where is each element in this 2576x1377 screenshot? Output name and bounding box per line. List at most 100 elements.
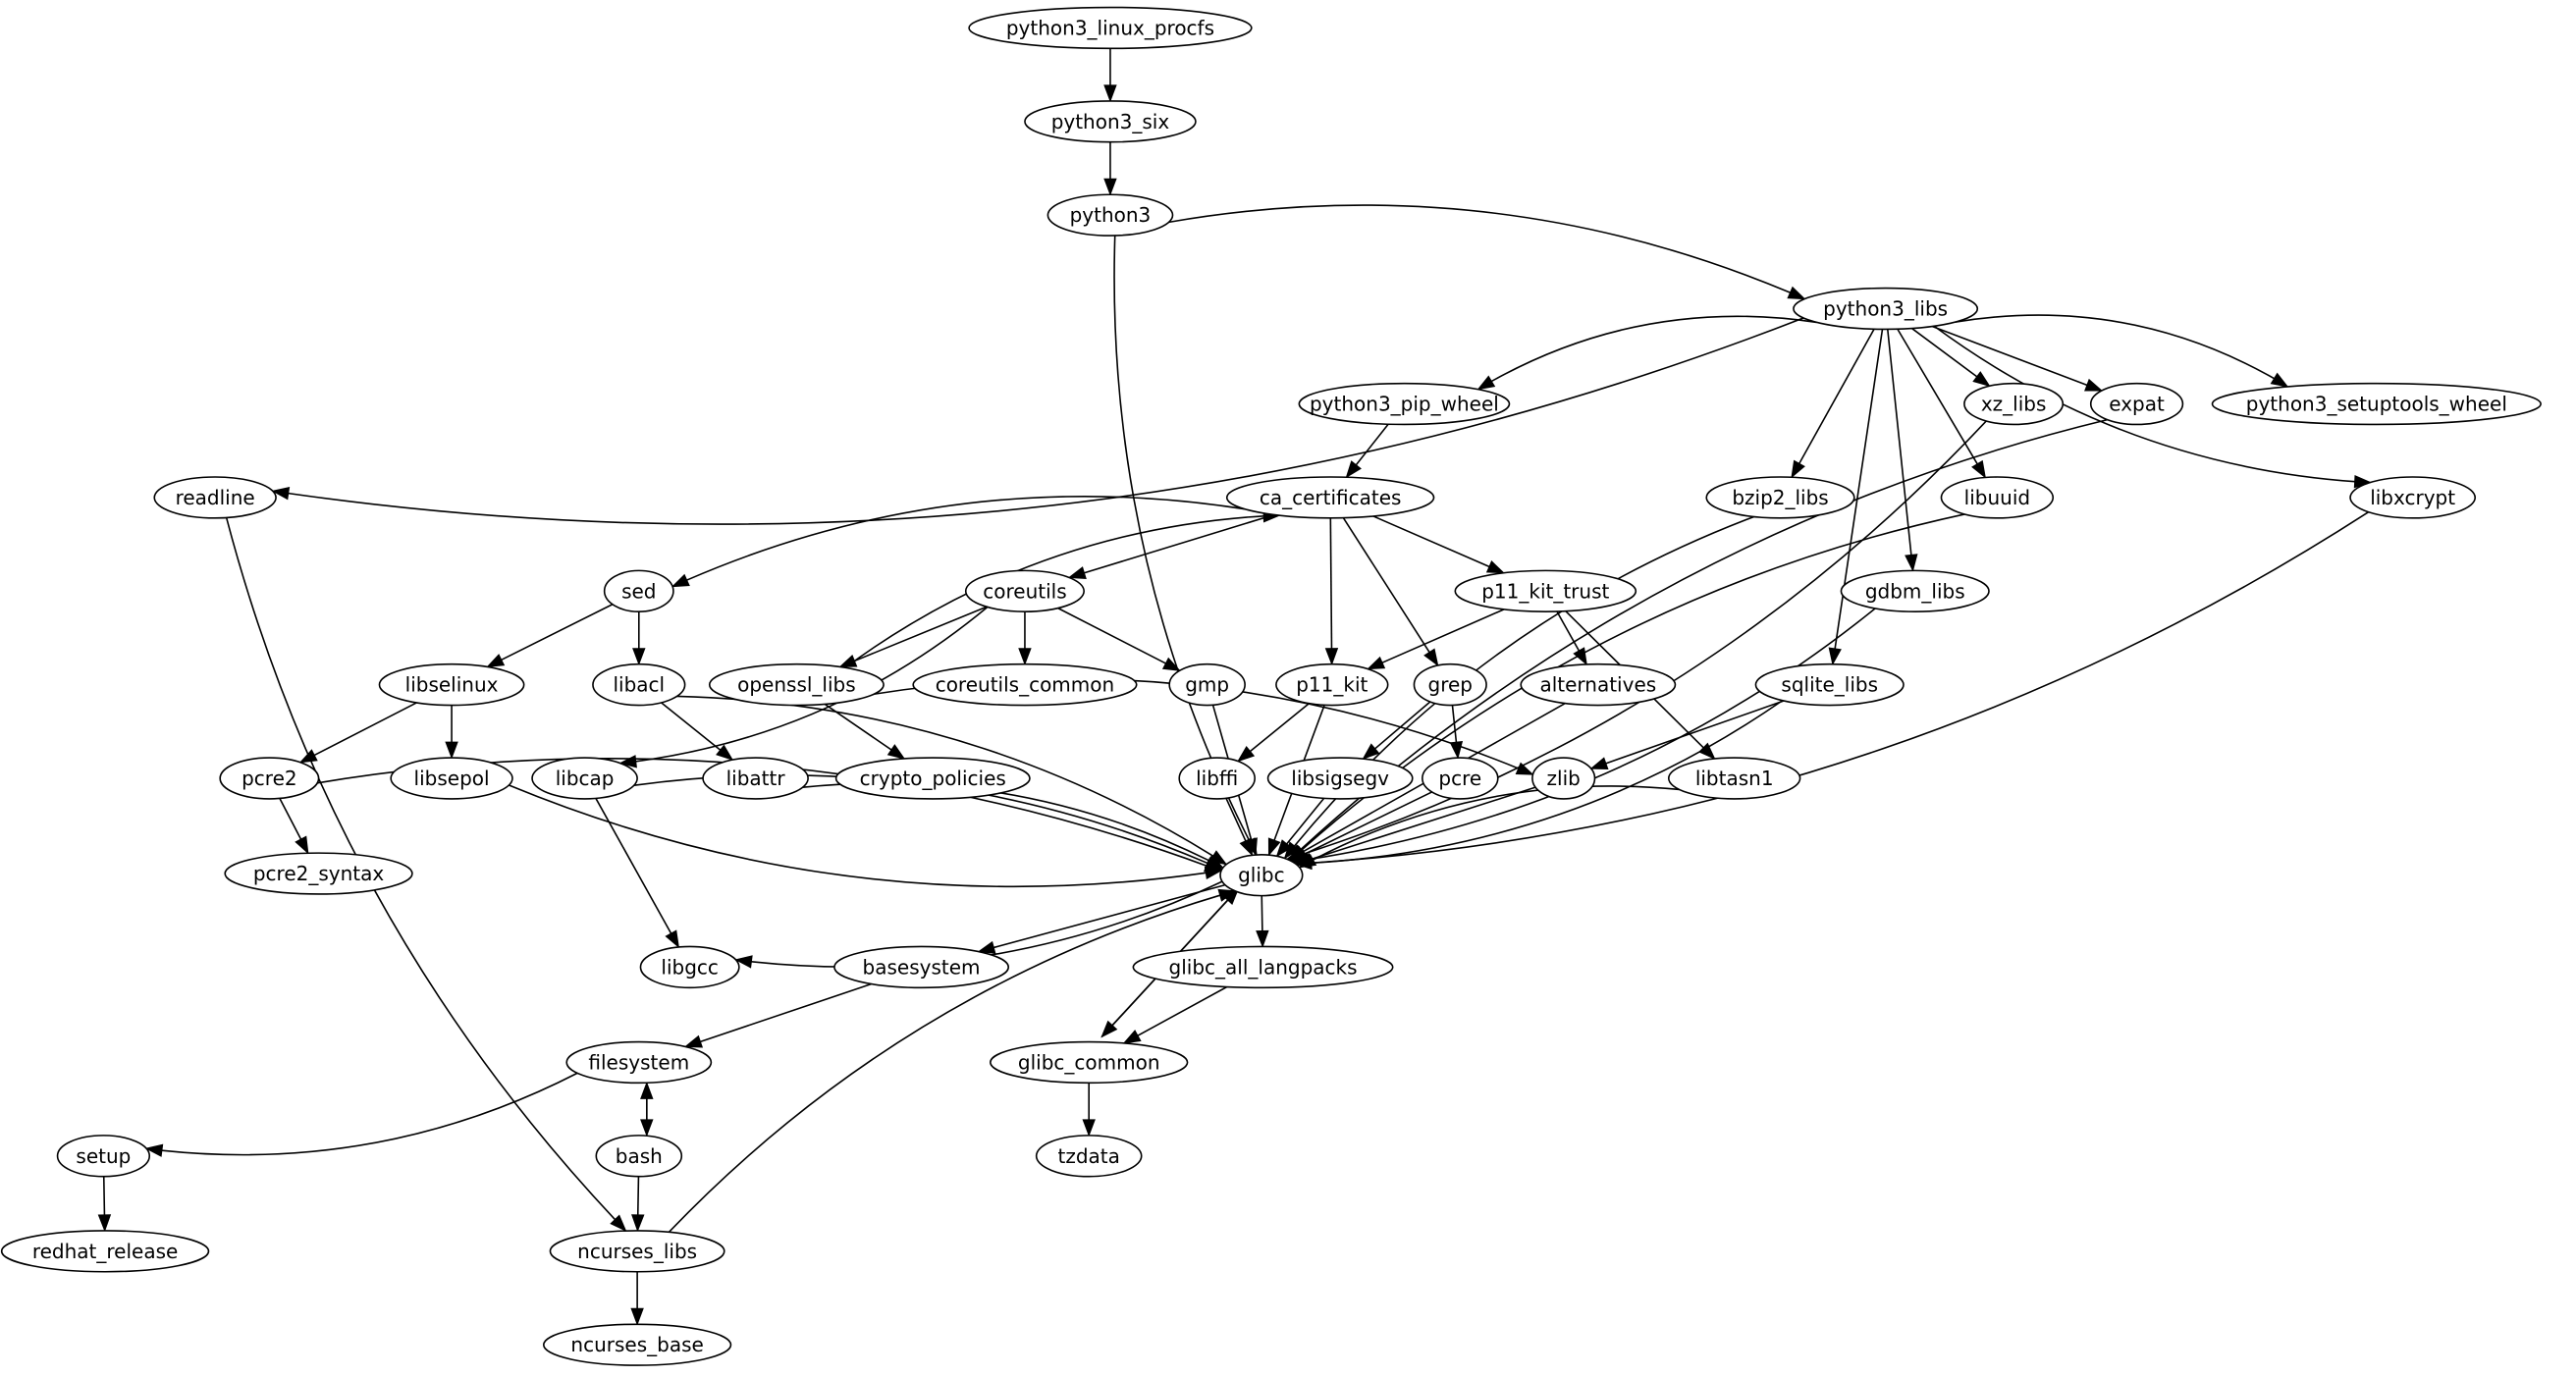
node-label: gmp	[1185, 673, 1229, 697]
arrowhead-icon	[632, 648, 646, 666]
node-coreutils: coreutils	[964, 569, 1085, 612]
edge-line	[1313, 785, 1680, 861]
node-ellipse	[56, 1135, 151, 1178]
edge-p11_kit_trust-to-alternatives	[1556, 610, 1587, 666]
node-ellipse	[1168, 662, 1246, 707]
edge-python3_libs-to-python3_setuptools_wheel	[1955, 314, 2289, 388]
node-bzip2_libs: bzip2_libs	[1705, 476, 1855, 519]
node-glibc_common: glibc_common	[990, 1040, 1189, 1085]
node-label: pcre2	[242, 767, 297, 790]
edge-line	[1084, 513, 1275, 574]
edge-line	[1304, 791, 1433, 855]
edge-line	[1057, 607, 1166, 664]
edge-basesystem-to-filesystem	[683, 982, 872, 1048]
node-ellipse	[1840, 569, 1990, 612]
edge-python3_six-to-python3	[1103, 141, 1117, 196]
node-ellipse	[219, 757, 320, 800]
node-ellipse	[1046, 193, 1174, 237]
edge-bash-to-ncurses_libs	[631, 1176, 645, 1233]
node-ncurses_base: ncurses_base	[542, 1323, 732, 1366]
node-label: redhat_release	[32, 1240, 179, 1263]
node-label: bzip2_libs	[1732, 486, 1828, 509]
node-redhat_release: redhat_release	[0, 1230, 210, 1273]
node-ellipse	[639, 945, 740, 989]
node-ellipse	[595, 1135, 683, 1178]
arrowhead-icon	[1161, 657, 1181, 671]
node-sqlite_libs: sqlite_libs	[1754, 662, 1905, 707]
edge-line	[661, 702, 722, 751]
node-libuuid: libuuid	[1940, 476, 2055, 519]
edge-glibc-to-glibc_all_langpacks	[1256, 895, 1269, 948]
edge-glibc-to-basesystem	[977, 883, 1226, 954]
edge-ncurses_libs-to-ncurses_base	[630, 1271, 644, 1326]
arrowhead-icon	[1324, 648, 1339, 666]
node-crypto_policies: crypto_policies	[834, 757, 1031, 800]
edge-line	[1113, 235, 1251, 842]
edge-grep-to-libsigsegv	[1362, 701, 1431, 761]
edge-p11_kit-to-libffi	[1236, 703, 1310, 763]
node-sed: sed	[603, 569, 674, 612]
node-ca_certificates: ca_certificates	[1225, 476, 1435, 519]
node-label: p11_kit	[1296, 673, 1368, 697]
edge-line	[1374, 701, 1431, 750]
edge-ca_certificates-to-grep	[1342, 517, 1439, 667]
arrowhead-icon	[97, 1214, 112, 1233]
node-label: coreutils	[983, 579, 1066, 603]
node-coreutils_common: coreutils_common	[912, 662, 1138, 707]
arrowhead-icon	[1103, 178, 1117, 196]
arrowhead-icon	[2084, 378, 2104, 392]
node-label: alternatives	[1539, 673, 1656, 697]
arrowhead-icon	[716, 744, 734, 762]
edge-libselinux-to-libsepol	[445, 705, 458, 760]
arrowhead-icon	[1423, 648, 1439, 667]
edge-line	[844, 514, 1264, 668]
node-alternatives: alternatives	[1520, 662, 1677, 707]
node-ellipse	[1266, 757, 1414, 800]
arrowhead-icon	[1476, 375, 1496, 391]
arrowhead-icon	[1236, 745, 1256, 763]
node-label: libgcc	[661, 955, 719, 979]
edge-line	[1308, 608, 1876, 861]
node-openssl_libs: openssl_libs	[708, 662, 885, 707]
node-pcre: pcre	[1422, 757, 1499, 800]
node-ellipse	[1754, 662, 1905, 707]
edge-line	[1355, 423, 1389, 466]
arrowhead-icon	[1367, 656, 1386, 670]
node-ellipse	[549, 1230, 725, 1273]
node-libselinux: libselinux	[378, 662, 525, 707]
node-gdbm_libs: gdbm_libs	[1840, 569, 1990, 612]
arrowhead-icon	[1828, 647, 1842, 666]
edge-line	[1249, 703, 1310, 753]
edge-line	[686, 495, 1246, 581]
node-python3_setuptools_wheel: python3_setuptools_wheel	[2211, 382, 2542, 426]
node-label: python3	[1070, 203, 1152, 227]
edge-sqlite_libs-to-zlib	[1589, 700, 1785, 770]
node-ellipse	[1422, 757, 1499, 800]
node-zlib: zlib	[1531, 757, 1596, 800]
node-label: bash	[616, 1144, 663, 1168]
edge-python3_libs-to-libuuid	[1897, 328, 1987, 479]
edge-line	[1329, 517, 1333, 649]
arrowhead-icon	[1573, 647, 1587, 666]
edge-line	[1372, 515, 1490, 568]
node-ellipse	[1963, 382, 2065, 426]
node-python3_pip_wheel: python3_pip_wheel	[1298, 382, 1511, 426]
edge-python3_libs-to-xz_libs	[1911, 327, 1991, 388]
edge-line	[595, 798, 672, 934]
edge-libtasn1-to-glibc	[1298, 785, 1680, 869]
node-ellipse	[1219, 853, 1304, 897]
arrowhead-icon	[1905, 554, 1918, 572]
node-label: libxcrypt	[2370, 486, 2455, 509]
arrowhead-icon	[1256, 929, 1269, 948]
edge-libsepol-to-glibc	[509, 784, 1223, 888]
edge-line	[1311, 786, 1536, 861]
node-ellipse	[1531, 757, 1596, 800]
arrowhead-icon	[977, 940, 996, 954]
node-label: p11_kit_trust	[1481, 579, 1609, 603]
node-ellipse	[2089, 382, 2184, 426]
node-setup: setup	[56, 1135, 151, 1178]
node-glibc: glibc	[1219, 853, 1304, 897]
node-label: openssl_libs	[737, 673, 856, 697]
node-tzdata: tzdata	[1035, 1135, 1143, 1178]
edge-line	[854, 606, 988, 662]
